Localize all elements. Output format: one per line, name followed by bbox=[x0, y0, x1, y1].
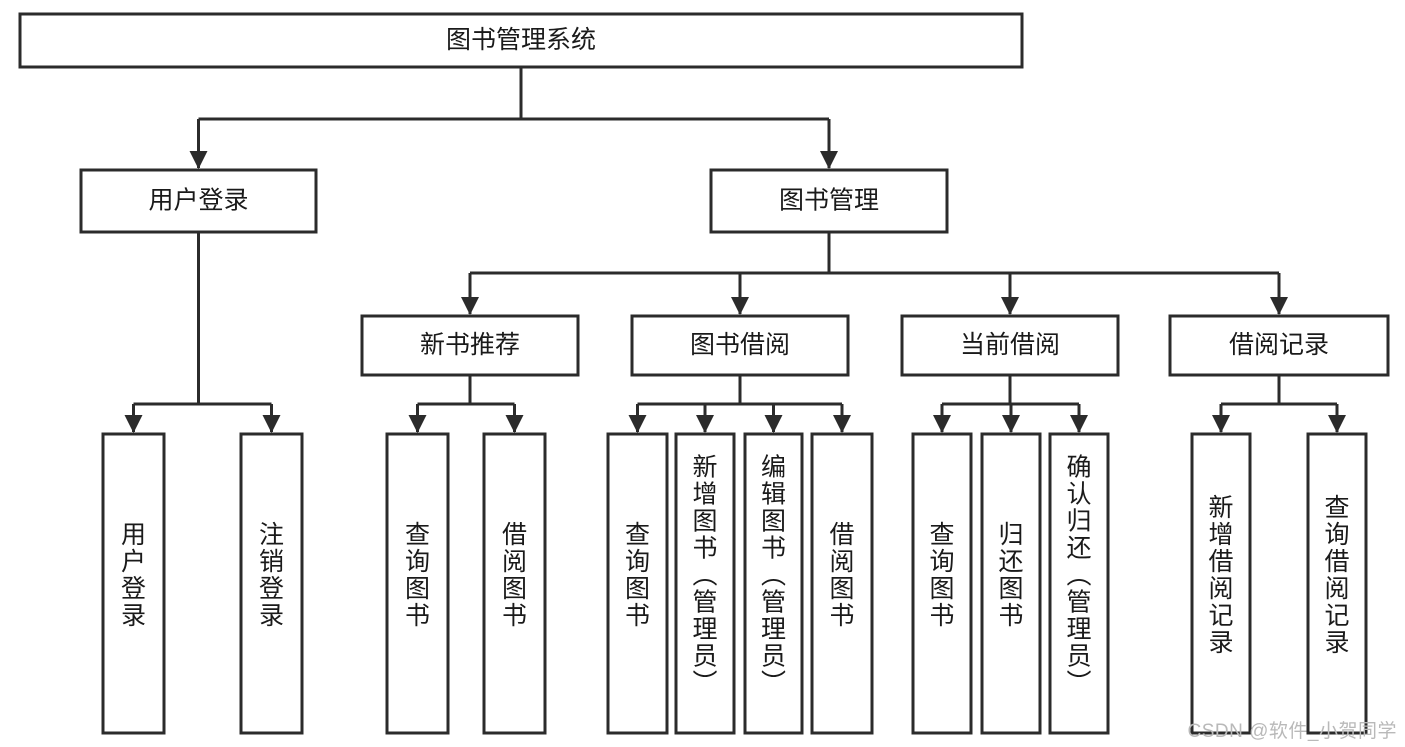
arrowhead-icon bbox=[731, 297, 749, 315]
arrowhead-icon bbox=[1270, 297, 1288, 315]
arrowhead-icon bbox=[1212, 415, 1230, 433]
node-label: 新增借阅记录 bbox=[1208, 494, 1233, 657]
arrowhead-icon bbox=[189, 151, 208, 169]
node-label: 借阅图书 bbox=[829, 521, 854, 630]
edge-group-bookmgmt bbox=[461, 232, 1288, 315]
edge-group-current bbox=[933, 375, 1088, 433]
node-label: 查询图书 bbox=[625, 521, 650, 630]
edge-group-newbooks bbox=[408, 375, 524, 433]
node-layer: 图书管理系统用户登录图书管理新书推荐图书借阅当前借阅借阅记录用户登录注销登录查询… bbox=[18, 12, 1390, 735]
node-label: 新增图书︵管理员︶ bbox=[692, 454, 717, 698]
node-label: 确认归还︵管理员︶ bbox=[1066, 454, 1091, 698]
edge-group-borrow bbox=[628, 375, 851, 433]
node-leaf-cu-return[interactable]: 归还图书 bbox=[980, 432, 1042, 735]
node-leaf-cu-confirm[interactable]: 确认归还︵管理员︶ bbox=[1048, 432, 1110, 735]
node-label: 用户登录 bbox=[121, 521, 146, 630]
arrowhead-icon bbox=[1328, 415, 1346, 433]
node-leaf-cu-query[interactable]: 查询图书 bbox=[911, 432, 973, 735]
arrowhead-icon bbox=[696, 415, 714, 433]
node-leaf-rec-add[interactable]: 新增借阅记录 bbox=[1190, 432, 1252, 735]
arrowhead-icon bbox=[628, 415, 647, 433]
watermark-label: CSDN @软件_小贺同学 bbox=[1187, 721, 1397, 742]
node-current[interactable]: 当前借阅 bbox=[900, 314, 1120, 377]
arrowhead-icon bbox=[1001, 297, 1019, 315]
node-label: 图书借阅 bbox=[690, 331, 790, 359]
edge-group-records bbox=[1212, 375, 1346, 433]
arrowhead-icon bbox=[820, 151, 838, 169]
node-label: 归还图书 bbox=[998, 521, 1023, 630]
node-leaf-nb-query[interactable]: 查询图书 bbox=[385, 432, 450, 735]
node-login[interactable]: 用户登录 bbox=[79, 168, 318, 234]
edge-group-root bbox=[189, 67, 838, 169]
arrowhead-icon bbox=[1070, 415, 1088, 433]
node-records[interactable]: 借阅记录 bbox=[1168, 314, 1390, 377]
node-leaf-bo-add[interactable]: 新增图书︵管理员︶ bbox=[674, 432, 736, 735]
arrowhead-icon bbox=[505, 415, 524, 433]
arrowhead-icon bbox=[408, 415, 427, 433]
node-label: 借阅图书 bbox=[502, 521, 527, 630]
node-label: 图书管理 bbox=[779, 187, 879, 215]
node-leaf-user-login[interactable]: 用户登录 bbox=[101, 432, 166, 735]
node-label: 注销登录 bbox=[259, 521, 284, 630]
connector-layer bbox=[124, 67, 1346, 433]
arrowhead-icon bbox=[833, 415, 851, 433]
node-leaf-rec-query[interactable]: 查询借阅记录 bbox=[1306, 432, 1368, 735]
node-label: 用户登录 bbox=[148, 187, 248, 215]
arrowhead-icon bbox=[124, 415, 143, 433]
arrowhead-icon bbox=[764, 415, 783, 433]
node-label: 编辑图书︵管理员︶ bbox=[761, 454, 786, 698]
node-label: 查询图书 bbox=[929, 521, 954, 630]
arrowhead-icon bbox=[933, 415, 951, 433]
node-leaf-nb-borrow[interactable]: 借阅图书 bbox=[482, 432, 547, 735]
node-label: 查询图书 bbox=[405, 521, 430, 630]
node-leaf-bo-borrow[interactable]: 借阅图书 bbox=[810, 432, 874, 735]
arrowhead-icon bbox=[1002, 415, 1020, 433]
node-bookmgmt[interactable]: 图书管理 bbox=[709, 168, 949, 234]
arrowhead-icon bbox=[262, 415, 281, 433]
node-leaf-bo-query[interactable]: 查询图书 bbox=[606, 432, 669, 735]
node-label: 查询借阅记录 bbox=[1324, 494, 1349, 657]
edge-group-login bbox=[124, 232, 281, 433]
node-root[interactable]: 图书管理系统 bbox=[18, 12, 1024, 69]
node-label: 当前借阅 bbox=[960, 331, 1060, 359]
node-label: 图书管理系统 bbox=[446, 26, 596, 54]
node-label: 新书推荐 bbox=[420, 331, 520, 359]
arrowhead-icon bbox=[461, 297, 479, 315]
node-leaf-bo-edit[interactable]: 编辑图书︵管理员︶ bbox=[743, 432, 804, 735]
node-borrow[interactable]: 图书借阅 bbox=[630, 314, 850, 377]
node-label: 借阅记录 bbox=[1229, 331, 1329, 359]
node-newbooks[interactable]: 新书推荐 bbox=[360, 314, 580, 377]
node-leaf-user-logout[interactable]: 注销登录 bbox=[239, 432, 304, 735]
